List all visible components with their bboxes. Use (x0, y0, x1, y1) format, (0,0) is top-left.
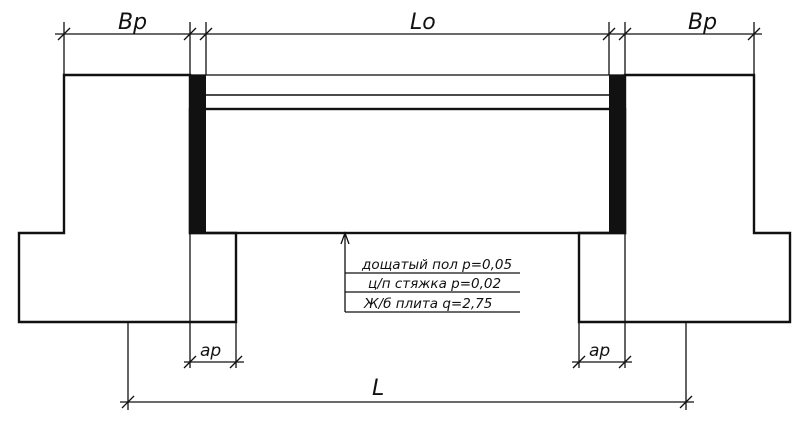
wood-floor-layer (189, 74, 626, 96)
right-bearing-label: ар (589, 341, 610, 361)
floor-layer-label: дощатый пол p=0,05 (361, 257, 512, 273)
slab-layer-label: Ж/б плита q=2,75 (363, 296, 492, 312)
top-dimension-chain (55, 22, 762, 75)
rc-slab-layer (188, 107, 627, 235)
bearing-dimensions (183, 233, 632, 369)
full-span-dimension (120, 322, 694, 410)
layer-callout (340, 231, 520, 313)
clear-span-label: Lо (410, 10, 436, 35)
right-support-width-label: Вр (688, 10, 717, 35)
full-span-label: L (372, 376, 384, 401)
right-bearing-pad (609, 75, 625, 233)
left-bearing-label: ар (200, 341, 221, 361)
screed-layer (189, 94, 626, 110)
left-support-width-label: Вр (118, 10, 147, 35)
screed-layer-label: ц/п стяжка p=0,02 (368, 276, 501, 292)
left-bearing-pad (190, 75, 206, 233)
